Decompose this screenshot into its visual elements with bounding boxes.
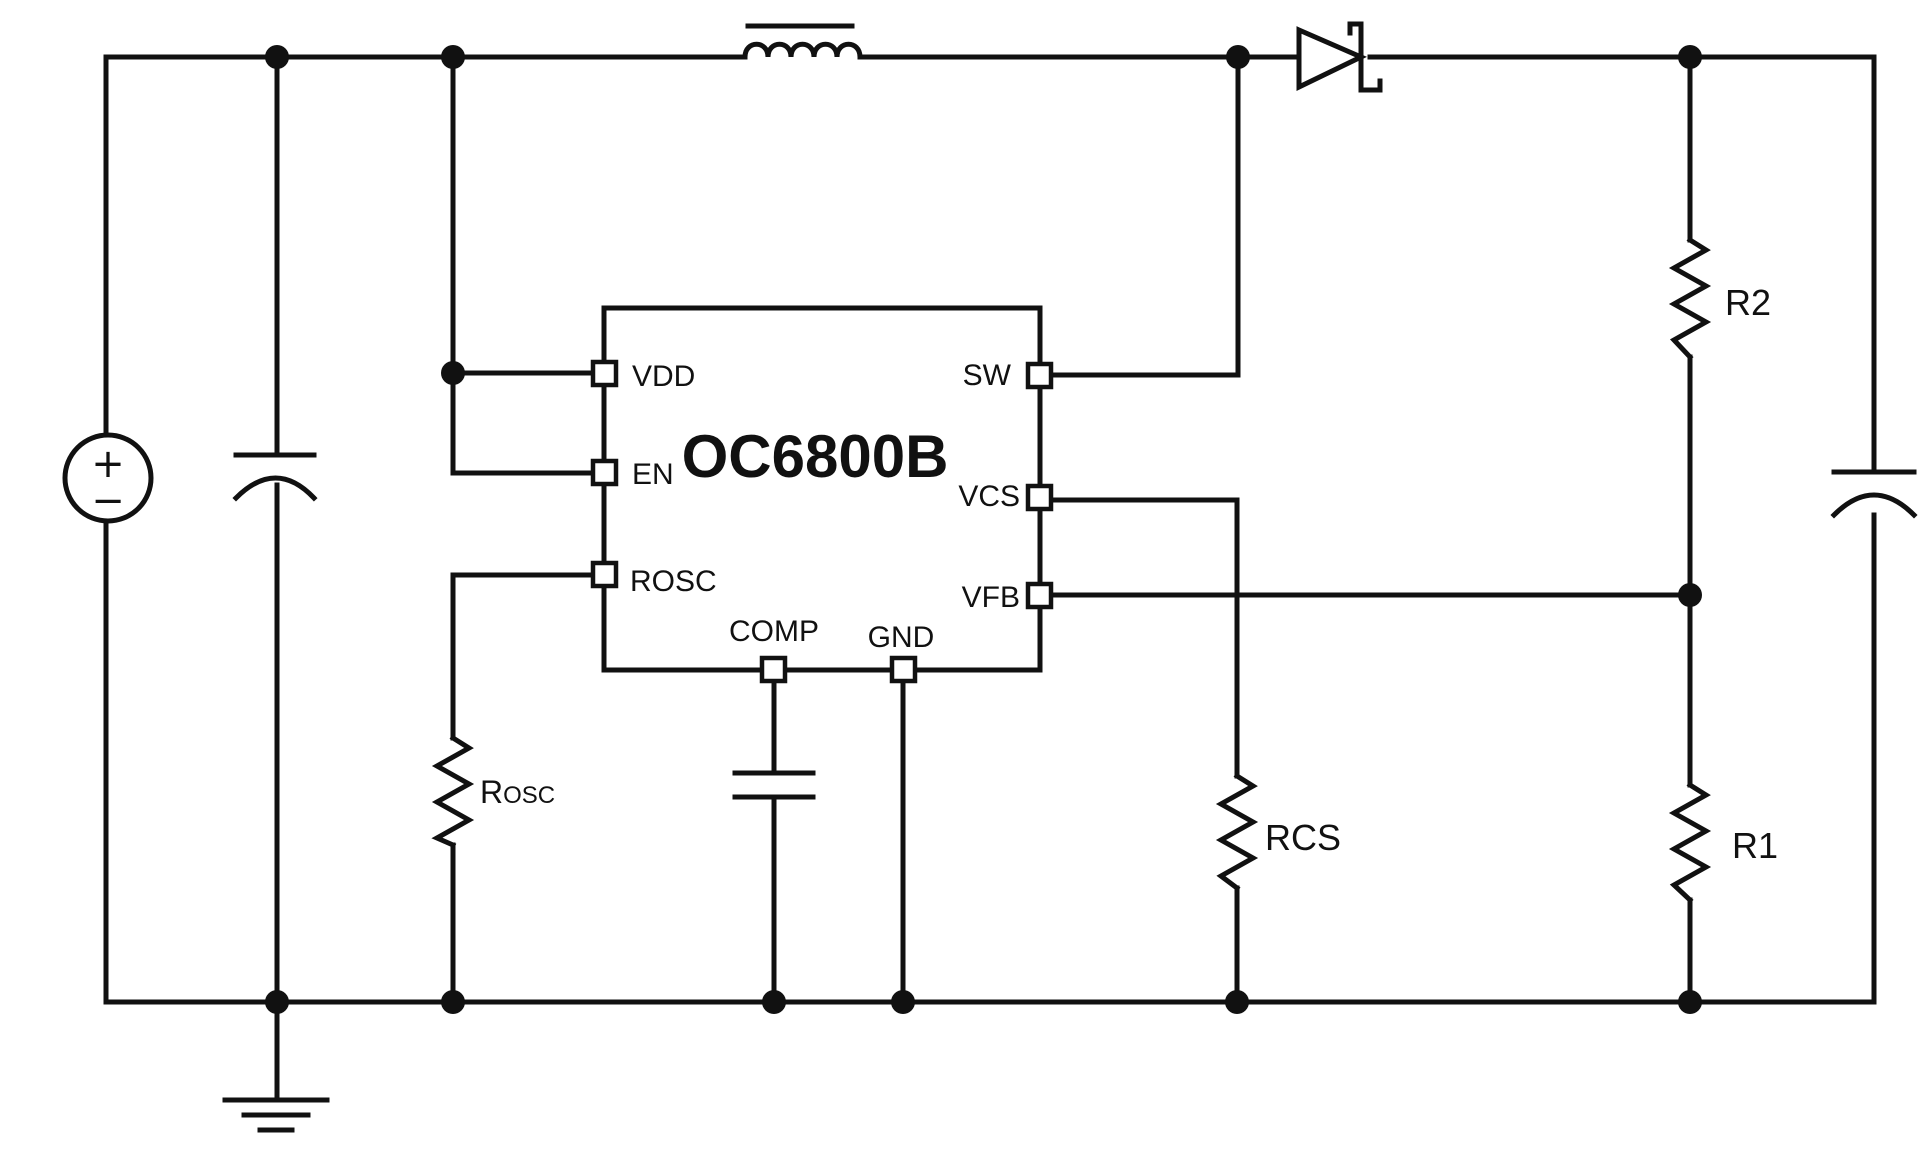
pin-vcs [1025, 483, 1054, 512]
pin-vdd [590, 359, 619, 388]
junction-dots [265, 45, 1702, 1014]
comp-capacitor-icon [732, 770, 816, 800]
resistor-r1-icon [1668, 781, 1712, 904]
resistor-r2-icon [1668, 236, 1712, 361]
vcs-wire [1037, 497, 1240, 1005]
label-r1: R1 [1732, 825, 1778, 866]
pin-label-vfb: VFB [962, 581, 1020, 614]
label-rosc-sub: OSC [503, 782, 555, 809]
pin-sw [1025, 361, 1054, 390]
junction-dot [762, 990, 786, 1014]
label-rosc: ROSC [480, 774, 555, 810]
pin-vfb [1025, 581, 1054, 610]
pin-label-en: EN [632, 458, 674, 491]
junction-dot [441, 990, 465, 1014]
resistor-rosc-icon [431, 734, 475, 849]
pin-en [590, 458, 619, 487]
junction-dot [1678, 45, 1702, 69]
junction-dot [441, 45, 465, 69]
junction-dot [265, 45, 289, 69]
junction-dot [265, 990, 289, 1014]
inductor-icon [742, 23, 863, 60]
pin-label-rosc: ROSC [630, 565, 717, 598]
source-plus-sign: + [91, 441, 125, 487]
dc-voltage-source-icon: + − [62, 432, 154, 524]
schottky-diode-icon [1296, 21, 1383, 93]
ic-chip: OC6800B VDD EN ROSC SW VCS VFB COMP GND [590, 305, 1054, 684]
top-rail-wire [103, 54, 1877, 473]
sw-wire [1037, 54, 1241, 378]
bottom-rail-wire [103, 512, 1877, 1005]
junction-dot [891, 990, 915, 1014]
chip-name: OC6800B [682, 423, 949, 490]
input-capacitor-icon [232, 452, 318, 502]
pin-comp [759, 655, 788, 684]
label-rosc-main: R [480, 774, 503, 810]
label-r2: R2 [1725, 282, 1771, 323]
vdd-en-wire [450, 54, 592, 476]
pin-gnd [889, 655, 918, 684]
junction-dot [441, 361, 465, 385]
pin-label-vcs: VCS [958, 480, 1020, 513]
ground-symbol-icon [222, 1097, 330, 1133]
pin-label-comp: COMP [729, 615, 819, 648]
junction-dot [1678, 990, 1702, 1014]
wires [103, 54, 1877, 1103]
junction-dot [1226, 45, 1250, 69]
output-capacitor-icon [1830, 469, 1918, 519]
pin-label-gnd: GND [868, 621, 935, 654]
junction-dot [1225, 990, 1249, 1014]
pin-rosc [590, 560, 619, 589]
junction-dot [1678, 583, 1702, 607]
pin-label-sw: SW [963, 359, 1012, 392]
source-minus-sign: − [91, 478, 125, 524]
rosc-wire [450, 572, 592, 1005]
resistor-rcs-icon [1215, 772, 1259, 892]
pin-label-vdd: VDD [632, 360, 695, 393]
label-rcs: RCS [1265, 817, 1341, 858]
